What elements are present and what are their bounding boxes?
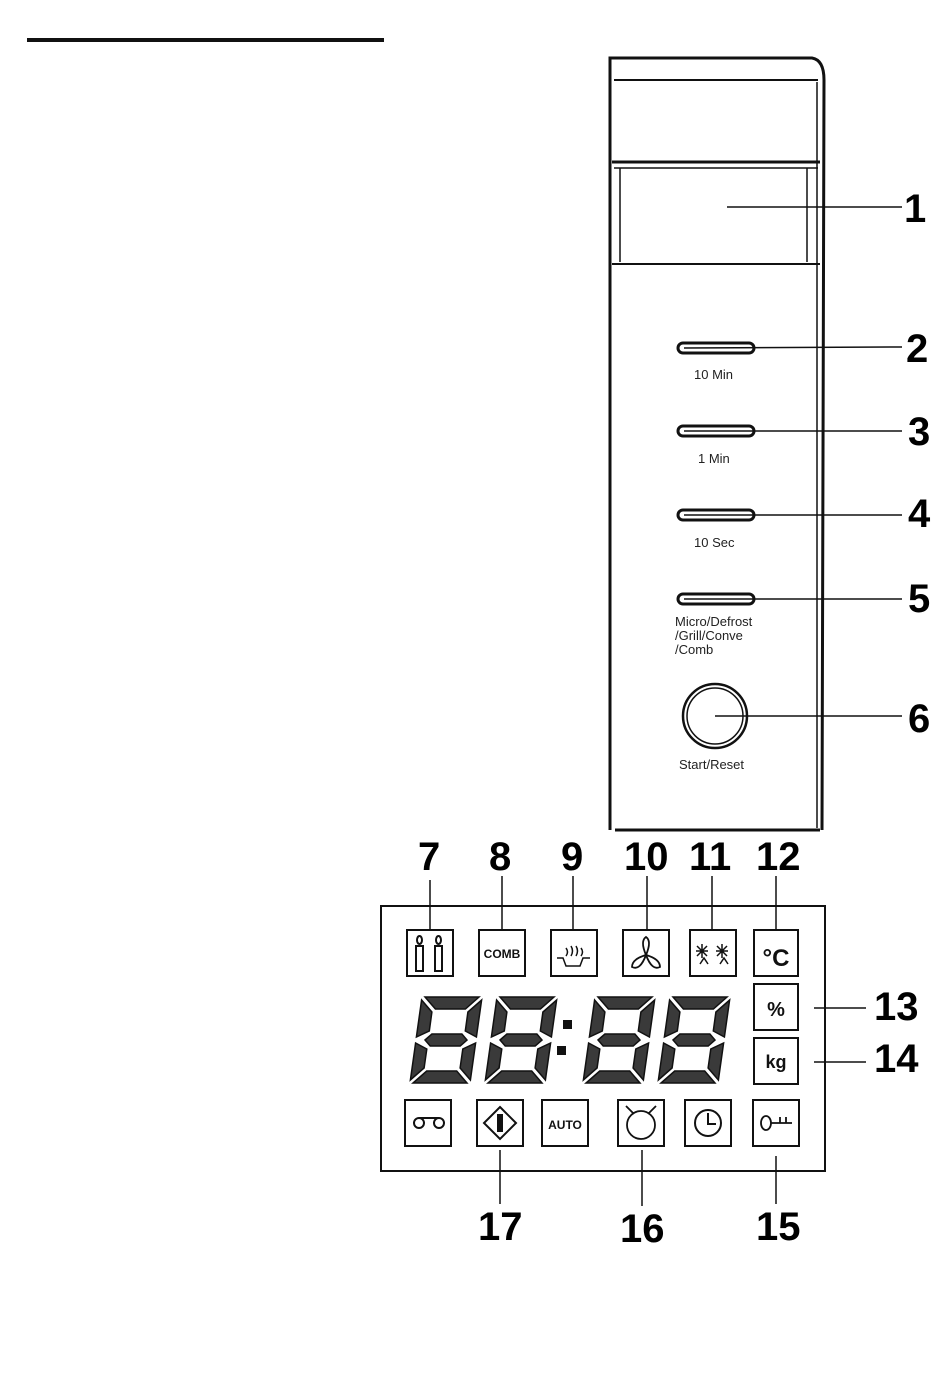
lcd-colon-dot bbox=[563, 1020, 572, 1029]
touch-button-10-min[interactable]: 2 10 Min bbox=[678, 327, 928, 382]
lcd-digit-segment bbox=[589, 1000, 605, 1037]
button-label: /Grill/Conve bbox=[675, 628, 743, 643]
callout-number: 9 bbox=[561, 835, 583, 879]
callout-number: 11 bbox=[689, 835, 731, 879]
defrost-icon bbox=[696, 944, 728, 964]
callout-number: 16 bbox=[620, 1207, 665, 1251]
step-indicator: 17 bbox=[477, 1100, 523, 1249]
button-label: /Comb bbox=[675, 642, 713, 657]
callout-number: 13 bbox=[874, 985, 919, 1029]
lcd-digit-segment bbox=[535, 1043, 551, 1080]
lcd-digit-segment bbox=[488, 1071, 542, 1083]
lcd-digit-segment bbox=[416, 1000, 432, 1037]
clock-icon bbox=[695, 1110, 721, 1136]
lcd-digit-segment bbox=[633, 1043, 649, 1080]
auto-icon: AUTO bbox=[548, 1118, 582, 1132]
touch-button-10-sec[interactable]: 4 10 Sec bbox=[678, 492, 931, 550]
lcd-digit-segment bbox=[598, 997, 652, 1009]
lcd-digit-segment bbox=[500, 997, 554, 1009]
lcd-digit-segment bbox=[491, 1000, 507, 1037]
lcd-digit-segment bbox=[708, 1043, 724, 1080]
callout-number: 17 bbox=[478, 1205, 523, 1249]
grill-icon bbox=[557, 946, 590, 966]
touch-button-1-min[interactable]: 3 1 Min bbox=[678, 410, 930, 466]
callout-number: 4 bbox=[908, 492, 931, 536]
lcd-digit-segment bbox=[661, 1071, 715, 1083]
lcd-digit-segment bbox=[425, 997, 479, 1009]
display-window: 1 bbox=[727, 187, 926, 231]
turntable-icon bbox=[626, 1106, 656, 1139]
callout-number: 3 bbox=[908, 410, 930, 454]
lcd-digit-segment bbox=[460, 1043, 476, 1080]
button-label: 10 Sec bbox=[694, 535, 735, 550]
convection-fan-icon bbox=[632, 937, 660, 968]
lcd-digit-segment bbox=[586, 1071, 640, 1083]
callout-number: 2 bbox=[906, 327, 928, 371]
celsius-icon: °C bbox=[763, 945, 790, 972]
clock-indicator bbox=[685, 1100, 731, 1146]
callout-number: 14 bbox=[874, 1037, 919, 1081]
weight-indicator: kg 14 bbox=[754, 1037, 919, 1084]
combination-icon: COMB bbox=[484, 947, 521, 961]
start-reset-knob[interactable]: 6 Start/Reset bbox=[679, 684, 930, 772]
lcd-digit-segment bbox=[673, 1034, 715, 1046]
percent-indicator: % 13 bbox=[754, 984, 919, 1030]
turntable-indicator: 16 bbox=[618, 1100, 665, 1251]
child-lock-icon bbox=[761, 1116, 792, 1130]
lcd-colon-dot bbox=[557, 1046, 566, 1055]
callout-number: 6 bbox=[908, 697, 930, 741]
lcd-digit-segment bbox=[664, 1000, 680, 1037]
step-icon bbox=[484, 1107, 516, 1139]
callout-number: 12 bbox=[756, 835, 801, 879]
callout-number: 5 bbox=[908, 577, 930, 621]
child-lock-indicator: 15 bbox=[753, 1100, 801, 1249]
pause-icon bbox=[414, 1118, 444, 1128]
lcd-digits bbox=[410, 997, 729, 1083]
callout-number: 10 bbox=[624, 835, 669, 879]
pause-indicator bbox=[405, 1100, 451, 1146]
callout-number: 8 bbox=[489, 835, 511, 879]
touch-button-mode[interactable]: 5 Micro/Defrost /Grill/Conve /Comb bbox=[675, 577, 930, 657]
auto-indicator: AUTO bbox=[542, 1100, 588, 1146]
lcd-digit-segment bbox=[500, 1034, 542, 1046]
callout-number: 15 bbox=[756, 1205, 801, 1249]
button-label: 1 Min bbox=[698, 451, 730, 466]
percent-icon: % bbox=[767, 999, 785, 1021]
knob-label: Start/Reset bbox=[679, 757, 744, 772]
weight-icon: kg bbox=[765, 1052, 786, 1072]
callout-number: 1 bbox=[904, 187, 926, 231]
control-panel bbox=[610, 58, 824, 830]
lcd-digit-segment bbox=[425, 1034, 467, 1046]
power-level-icon bbox=[416, 936, 442, 971]
button-label: 10 Min bbox=[694, 367, 733, 382]
lcd-digit-segment bbox=[598, 1034, 640, 1046]
lcd-digit-segment bbox=[673, 997, 727, 1009]
callout-number: 7 bbox=[418, 835, 440, 879]
button-label: Micro/Defrost bbox=[675, 614, 753, 629]
lcd-digit-segment bbox=[413, 1071, 467, 1083]
